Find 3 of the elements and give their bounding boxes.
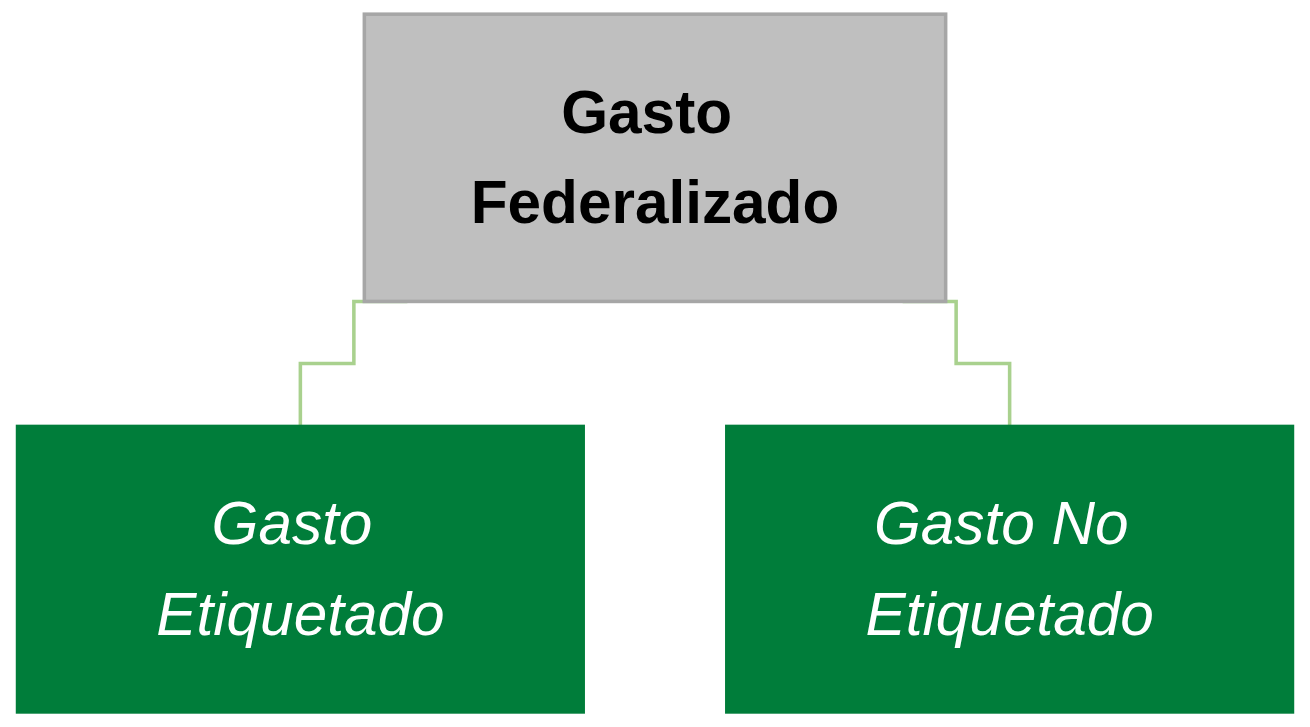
node-box: Gasto No Etiquetado: [725, 424, 1295, 714]
node-box: Gasto Etiquetado: [15, 424, 585, 714]
node-box: Gasto Federalizado: [362, 12, 948, 304]
